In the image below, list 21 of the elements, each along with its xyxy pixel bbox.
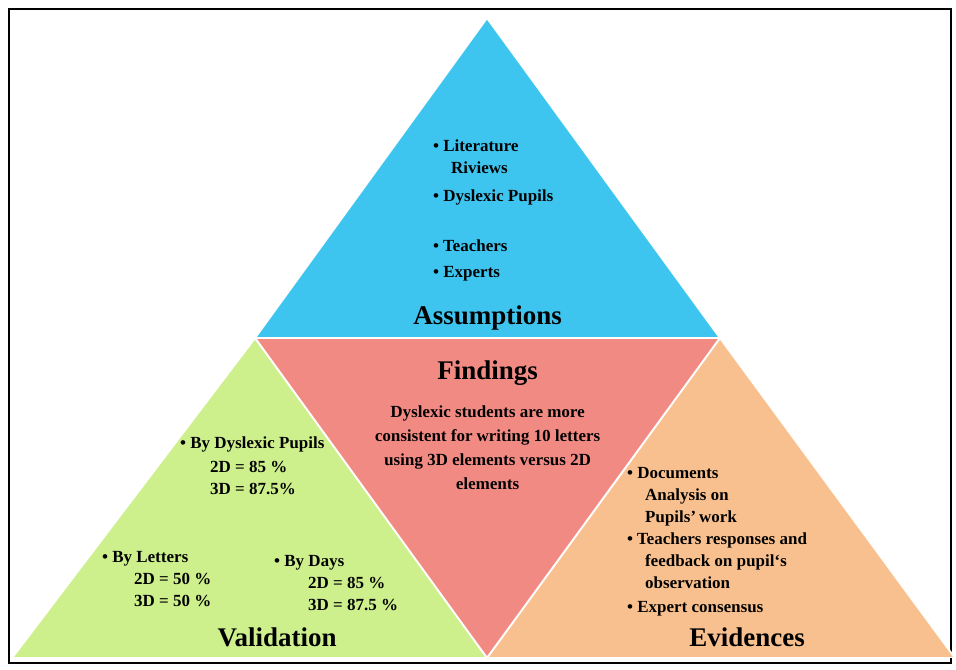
bullet-item: • By Days [274, 550, 346, 572]
bullet-item: • Teachers [433, 235, 508, 257]
value-text: 3D = 87.5% [210, 478, 297, 500]
section-heading: Findings [436, 355, 539, 386]
value-text: 3D = 87.5 % [308, 594, 399, 616]
bullet-item: • Expert consensus [627, 596, 764, 618]
value-text: 2D = 50 % [134, 568, 212, 590]
value-text: 3D = 50 % [134, 590, 212, 612]
bullet-item: • By Letters [102, 546, 190, 568]
bullet-item: • By Dyslexic Pupils [180, 432, 326, 454]
bullet-item: • Dyslexic Pupils [433, 185, 554, 207]
section-heading: Validation [216, 622, 338, 653]
findings-text: Dyslexic students are more consistent for writing 10 letters using 3D elements versus 2D elements [374, 401, 602, 495]
bullet-item: • Literature Riviews [433, 135, 520, 179]
bullet-item: • Experts [433, 261, 501, 283]
value-text: 2D = 85 % [210, 456, 288, 478]
section-heading: Evidences [688, 622, 806, 653]
bullet-item: • Teachers responses and feedback on pupil‘s observation [627, 528, 808, 594]
bullet-item: • Documents Analysis on Pupils’ work [627, 462, 738, 528]
section-heading: Assumptions [412, 300, 563, 331]
value-text: 2D = 85 % [308, 572, 386, 594]
